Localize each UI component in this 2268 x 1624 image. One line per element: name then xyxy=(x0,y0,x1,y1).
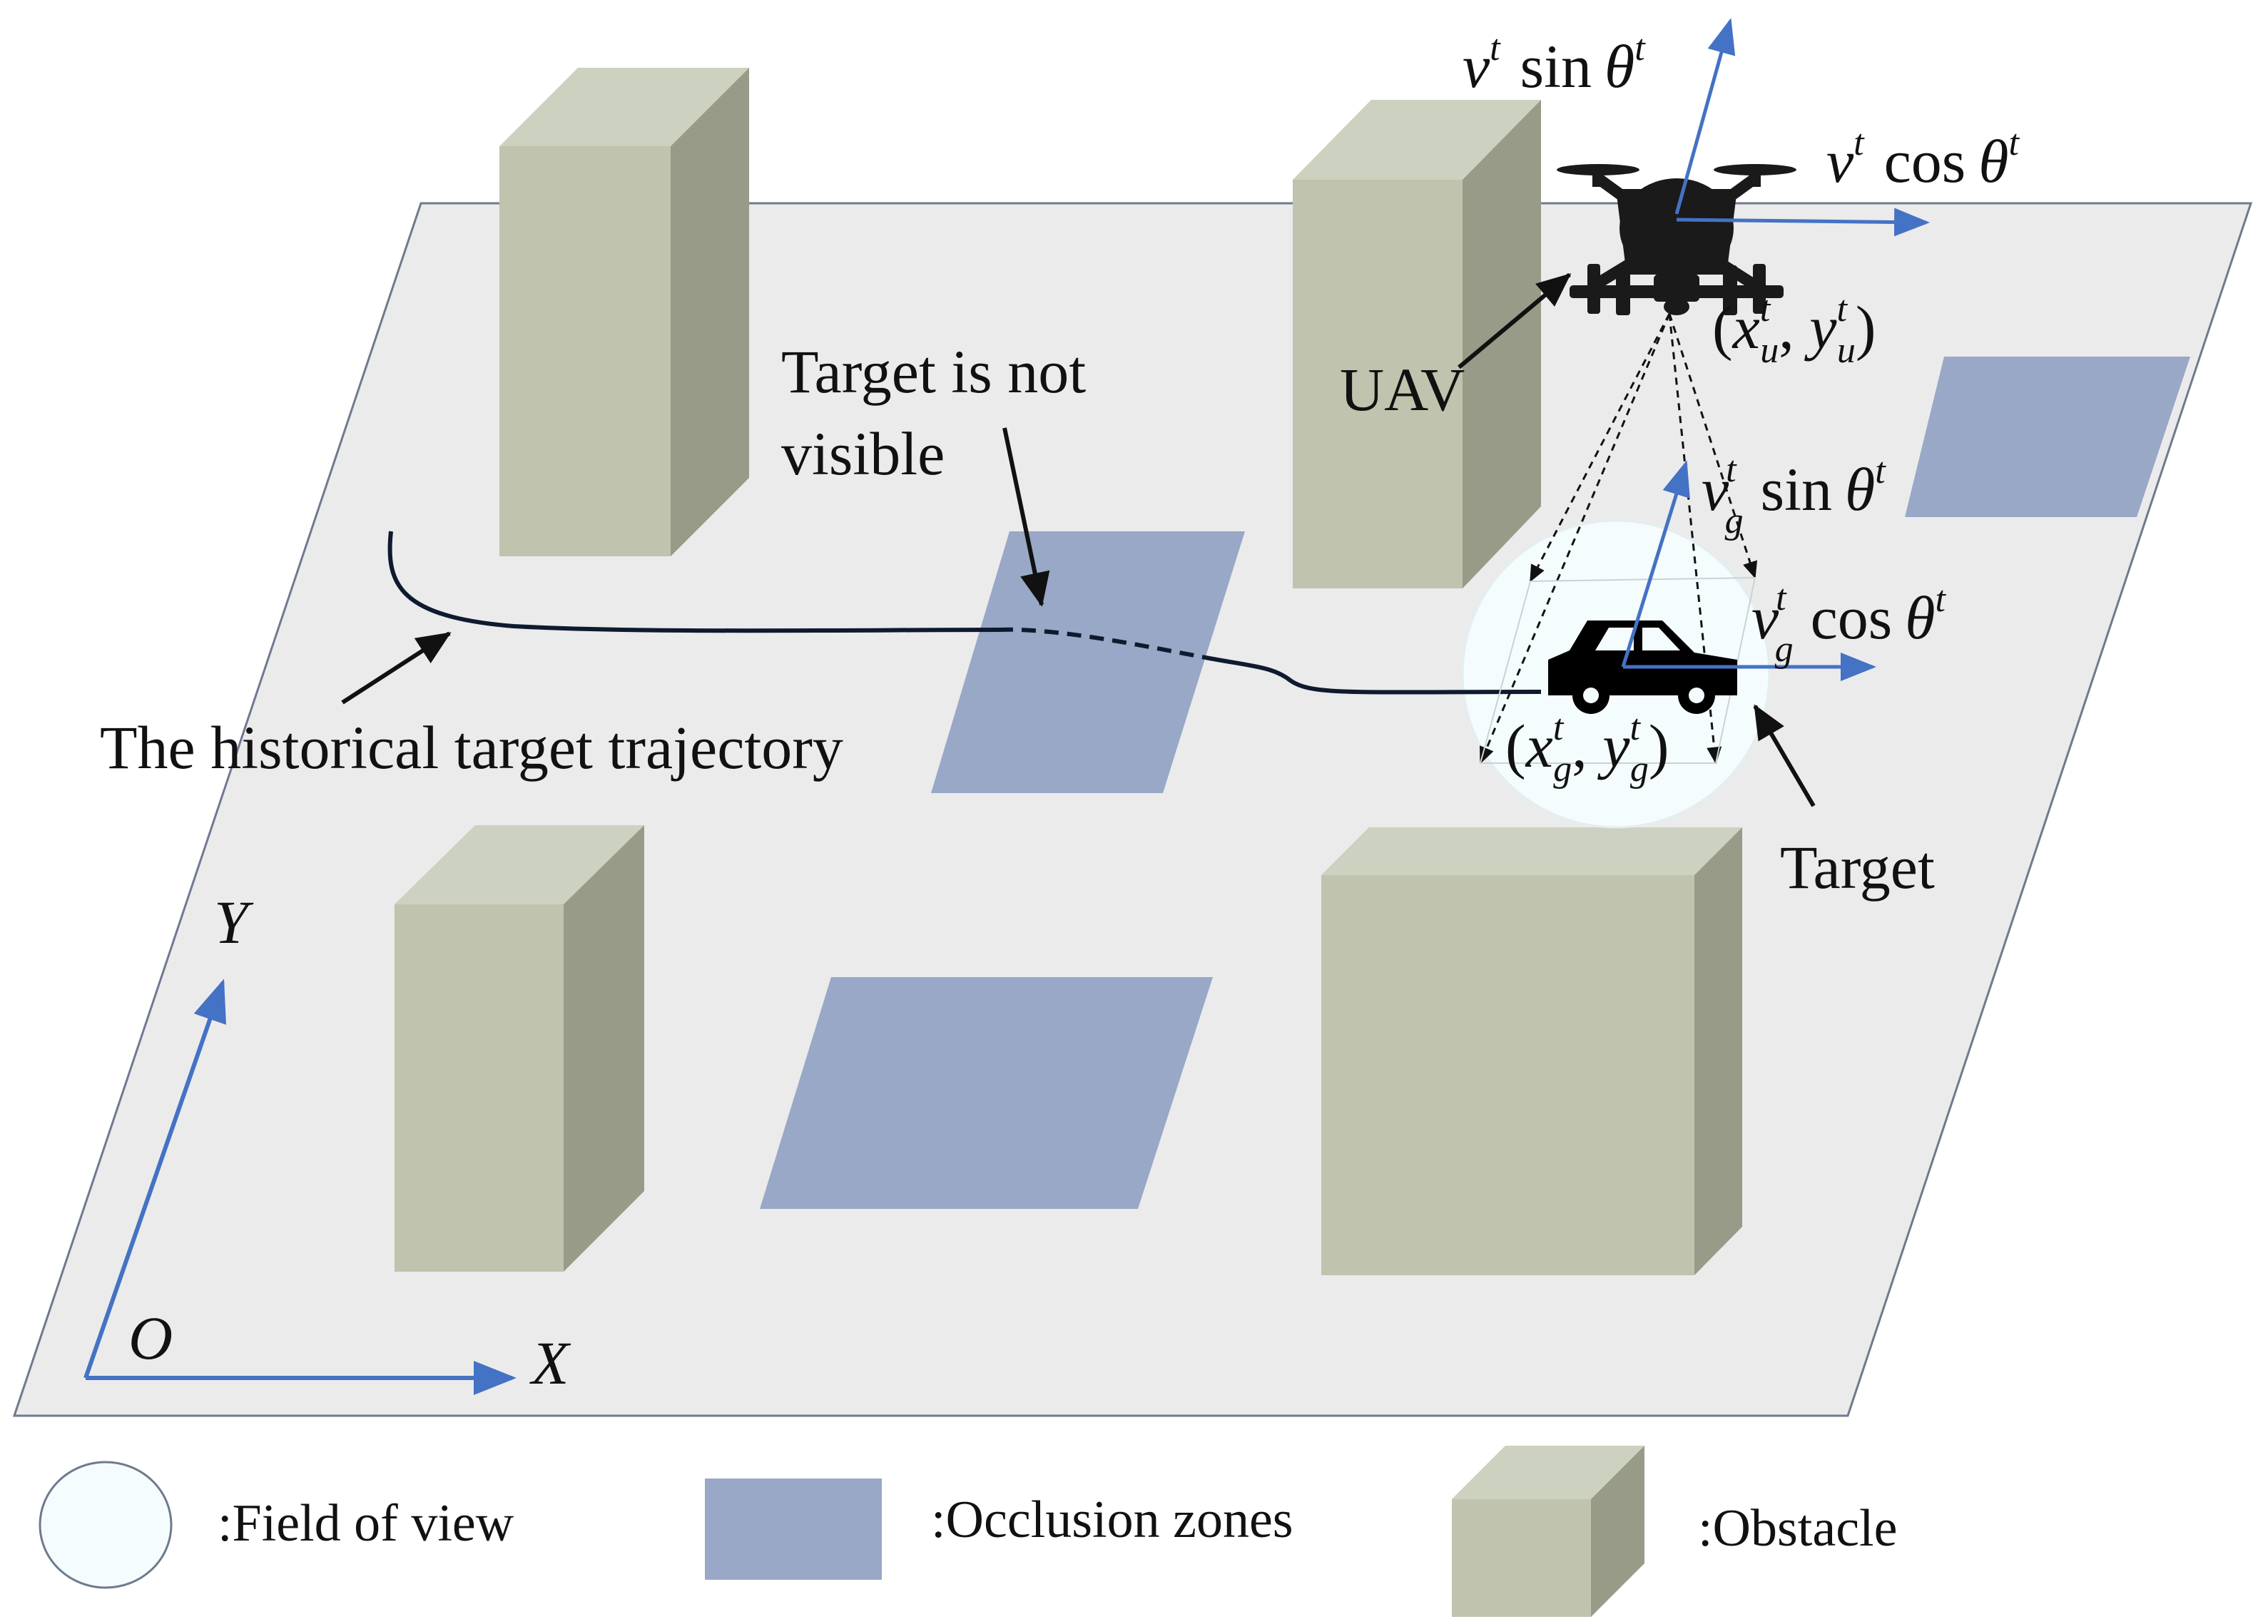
occlusion-zone-top-right xyxy=(1905,357,2190,517)
uav-pointer-arrow xyxy=(1458,272,1572,369)
target-not-visible-label-line1: Target is not xyxy=(781,337,1086,406)
legend-occlusion-swatch xyxy=(705,1479,882,1580)
not-visible-pointer-arrow xyxy=(1002,427,1050,607)
uav-vy-arrow xyxy=(1674,18,1736,215)
legend-fov-label: :Field of view xyxy=(218,1494,514,1553)
occlusion-zone-middle xyxy=(931,531,1245,793)
ground-plane xyxy=(12,202,2253,1417)
obstacle-bottom-left xyxy=(395,825,644,1272)
target-not-visible-label-line2: visible xyxy=(781,419,945,488)
historical-trajectory-label: The historical target trajectory xyxy=(100,713,843,782)
trajectory-visible-end xyxy=(1205,655,1542,695)
trajectory-pointer-arrow xyxy=(341,631,452,705)
target-pointer-arrow xyxy=(1753,704,1816,807)
target-vy-arrow xyxy=(1621,460,1690,668)
uav-label: UAV xyxy=(1340,355,1465,424)
obstacle-bottom-right xyxy=(1321,827,1742,1275)
y-axis-arrow xyxy=(83,979,226,1379)
legend-obstacle-label: :Obstacle xyxy=(1698,1499,1897,1558)
occlusion-zone-bottom xyxy=(760,977,1213,1209)
uav-vx-arrow xyxy=(1676,208,1930,237)
origin-label: O xyxy=(128,1304,173,1372)
target-label: Target xyxy=(1780,833,1935,902)
legend-fov-swatch xyxy=(39,1461,173,1589)
legend-occlusion-label: :Occlusion zones xyxy=(931,1491,1293,1549)
legend: :Field of view :Occlusion zones :Obstacl… xyxy=(39,1446,1897,1617)
obstacle-top-middle xyxy=(1293,100,1541,588)
obstacle-top-left xyxy=(499,68,749,556)
trajectory-visible-start xyxy=(387,531,1000,633)
trajectory-hidden-segment xyxy=(998,627,1206,660)
y-axis-label: Y xyxy=(214,888,254,956)
legend-obstacle-swatch xyxy=(1452,1446,1644,1617)
fov-footprint xyxy=(1479,576,1756,764)
x-axis-label: X xyxy=(529,1329,571,1397)
uav-drone-icon xyxy=(1557,164,1796,315)
